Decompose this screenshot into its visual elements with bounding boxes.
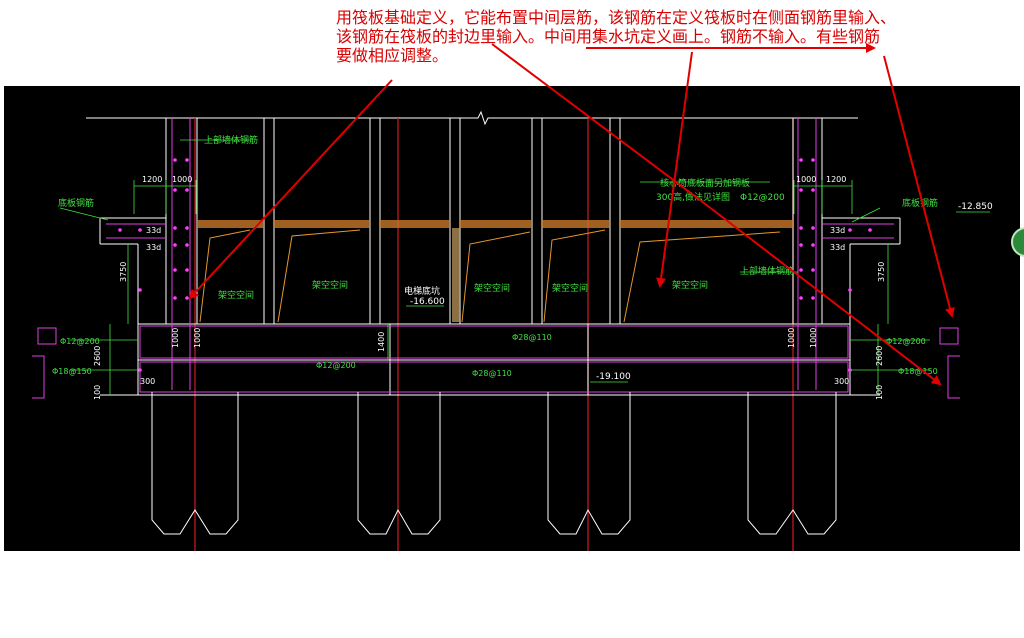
- label-void-2: 架空空间: [312, 279, 348, 291]
- rebar-mid-1: Φ12@200: [316, 361, 356, 370]
- label-slab-rebar-right: 底板钢筋: [902, 197, 938, 209]
- dim-3750-left: 3750: [119, 262, 128, 282]
- annotation-line-1: 用筏板基础定义，它能布置中间层筋，该钢筋在定义筏板时在侧面钢筋里输入、: [336, 8, 897, 27]
- label-elev-pit-level: -16.600: [410, 297, 445, 307]
- cad-viewport: [4, 86, 1020, 551]
- dim-33d-r1: 33d: [830, 226, 845, 235]
- label-elevator-pit: 电梯底坑: [404, 285, 440, 297]
- label-slab-rebar-left: 底板钢筋: [58, 197, 94, 209]
- dim-1000-left: 1000: [172, 175, 192, 184]
- annotation-line-2: 该钢筋在筏板的封边里输入。中间用集水坑定义画上。钢筋不输入。有些钢筋: [336, 27, 881, 46]
- dim-33d-l1: 33d: [146, 226, 161, 235]
- label-elev-bottom: -19.100: [596, 372, 631, 382]
- dim-300-right: 300: [834, 377, 849, 386]
- dim-1200-right: 1200: [826, 175, 846, 184]
- dim-33d-l2: 33d: [146, 243, 161, 252]
- annotation-note: 用筏板基础定义，它能布置中间层筋，该钢筋在定义筏板时在侧面钢筋里输入、 该钢筋在…: [336, 8, 1008, 65]
- rebar-mid-3: Φ28@110: [472, 369, 512, 378]
- break-line: [86, 110, 858, 126]
- label-top-rebar-right: 上部墙体钢筋: [740, 265, 794, 277]
- slope-lines: [199, 229, 781, 323]
- piles: [151, 392, 837, 535]
- side-tab-icon[interactable]: [1011, 227, 1024, 257]
- dim-1000-v1: 1000: [171, 328, 180, 348]
- dim-1000-v4: 1000: [809, 328, 818, 348]
- drawing-labels: 上部墙体钢筋 底板钢筋 底板钢筋 核心筒底板面另加钢板 300高,做法见详图 Φ…: [58, 134, 993, 382]
- label-void-5: 架空空间: [672, 279, 708, 291]
- dim-3750-right: 3750: [877, 262, 886, 282]
- dim-1000-v2: 1000: [193, 328, 202, 348]
- dim-1000-right: 1000: [796, 175, 816, 184]
- label-core-spec: Φ12@200: [740, 193, 785, 203]
- dim-2600-right: 2600: [875, 346, 884, 366]
- rebar-left-1: Φ12@200: [60, 337, 100, 346]
- dim-1400: 1400: [377, 332, 386, 352]
- rebar-right-2: Φ18@150: [898, 367, 938, 376]
- dim-100-left: 100: [93, 385, 102, 400]
- label-void-3: 架空空间: [474, 282, 510, 294]
- rebar-left-2: Φ18@150: [52, 367, 92, 376]
- rebar-mid-2: Φ28@110: [512, 333, 552, 342]
- dim-2600-left: 2600: [93, 346, 102, 366]
- dim-1000-v3: 1000: [787, 328, 796, 348]
- dim-1200-left: 1200: [142, 175, 162, 184]
- rebar-labels: Φ12@200 Φ18@150 Φ12@200 Φ28@110 Φ28@110 …: [52, 333, 938, 378]
- rebar-right-1: Φ12@200: [886, 337, 926, 346]
- slab-rebar-outline: [32, 118, 960, 399]
- hatch-bands: [197, 220, 793, 322]
- dimension-labels: 1200 1000 1000 1200 33d 33d 33d 33d 3750…: [93, 175, 886, 400]
- dim-100-right: 100: [875, 385, 884, 400]
- label-core-line2: 300高,做法见详图: [656, 191, 730, 203]
- annotation-line-3: 要做相应调整。: [336, 46, 449, 65]
- label-top-rebar-left: 上部墙体钢筋: [204, 134, 258, 146]
- dim-33d-r2: 33d: [830, 243, 845, 252]
- annotation-arrows: [188, 43, 955, 386]
- label-void-4: 架空空间: [552, 282, 588, 294]
- dim-300-left: 300: [140, 377, 155, 386]
- dimension-lines: [59, 139, 990, 395]
- label-elev-right: -12.850: [958, 202, 993, 212]
- rebar-dots: [118, 158, 872, 372]
- label-void-1: 架空空间: [218, 289, 254, 301]
